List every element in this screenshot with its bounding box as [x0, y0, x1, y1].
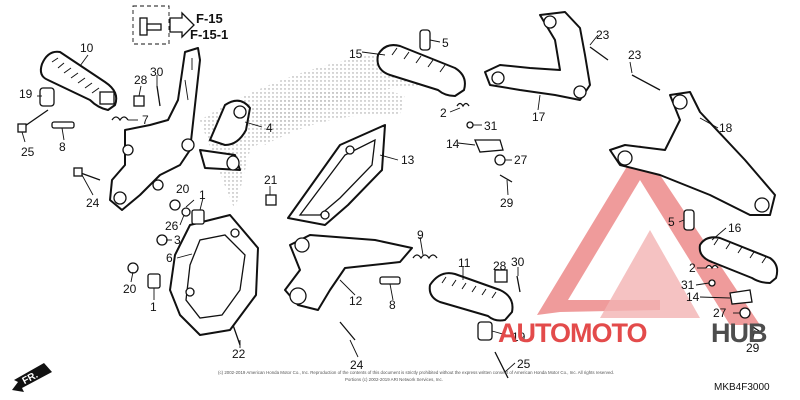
- reference-label-f15-1: F-15-1: [190, 27, 228, 42]
- callout-27-top: 27: [514, 153, 528, 167]
- callout-4: 4: [266, 121, 273, 135]
- pivot-arm: [199, 99, 251, 171]
- leader-lines: [21, 34, 756, 373]
- passenger-footpeg-right: [698, 236, 779, 284]
- callout-30-right: 30: [511, 255, 525, 269]
- callout-23-lower: 23: [628, 48, 642, 62]
- callout-12: 12: [349, 294, 363, 308]
- callout-13: 13: [401, 153, 415, 167]
- diagram-code: MKB4F3000: [714, 382, 770, 393]
- callout-24-left: 24: [86, 196, 100, 210]
- callout-14-top: 14: [446, 137, 460, 151]
- passenger-bracket-right: [609, 91, 776, 216]
- callout-14-right: 14: [686, 290, 700, 304]
- right-bracket: [284, 234, 413, 311]
- callout-28-left: 28: [134, 73, 148, 87]
- passenger-bracket-left: [484, 11, 591, 101]
- callout-numbers: 10 28 30 19 7 25 8 4 24 20 1 26 3 6 20 1…: [19, 28, 760, 372]
- callout-29-top: 29: [500, 196, 514, 210]
- heel-guard-right: [287, 124, 386, 226]
- callout-28-right: 28: [493, 259, 507, 273]
- callout-9: 9: [417, 228, 424, 242]
- callout-25-right: 25: [517, 357, 531, 371]
- passenger-footpeg-left: [376, 44, 466, 97]
- callout-5-top: 5: [442, 36, 449, 50]
- callout-11: 11: [458, 256, 471, 270]
- callout-20-lower: 20: [123, 282, 137, 296]
- right-footpeg: [428, 272, 514, 322]
- callout-29-right: 29: [746, 341, 760, 355]
- watermark-logo: [537, 145, 760, 325]
- callout-25-left: 25: [21, 145, 35, 159]
- callout-20-upper: 20: [176, 182, 190, 196]
- callout-30-left: 30: [150, 65, 164, 79]
- callout-1-lower: 1: [150, 300, 157, 314]
- callout-7: 7: [142, 113, 149, 127]
- reference-box: [132, 5, 195, 45]
- copyright-line-1: (c) 2002-2019 American Honda Motor Co., …: [218, 370, 614, 375]
- watermark-automoto: AUTOMOTO: [498, 318, 647, 348]
- callout-10: 10: [80, 41, 94, 55]
- callout-6: 6: [166, 251, 173, 265]
- reference-label-f15: F-15: [196, 11, 223, 26]
- callout-31-right: 31: [681, 278, 695, 292]
- callout-8-lower: 8: [389, 298, 396, 312]
- callout-1-upper: 1: [199, 188, 206, 202]
- callout-5-right: 5: [668, 215, 675, 229]
- callout-3: 3: [174, 233, 181, 247]
- callout-27-right: 27: [713, 306, 727, 320]
- callout-31-top: 31: [484, 119, 498, 133]
- callout-15: 15: [349, 47, 363, 61]
- callout-23-upper: 23: [596, 28, 610, 42]
- honda-wing-logo-background: [200, 50, 420, 210]
- watermark-hub: HUB: [711, 318, 767, 348]
- callout-17: 17: [532, 110, 546, 124]
- callout-24-lower: 24: [350, 358, 364, 372]
- callout-8-left: 8: [59, 140, 66, 154]
- callout-2-right: 2: [689, 261, 696, 275]
- callout-18: 18: [719, 121, 733, 135]
- callout-19-left: 19: [19, 87, 33, 101]
- callout-19-right: 19: [512, 330, 526, 344]
- callout-26: 26: [165, 219, 179, 233]
- copyright-line-2: Portions (c) 2002-2019 ARI Network Servi…: [345, 377, 443, 382]
- front-direction-arrow: FR.: [12, 363, 52, 392]
- callout-16: 16: [728, 221, 742, 235]
- heel-guard-left: [169, 214, 259, 336]
- left-footpeg: [39, 50, 118, 111]
- callout-2-top: 2: [440, 106, 447, 120]
- callout-22: 22: [232, 347, 246, 361]
- hardware: [17, 29, 763, 379]
- left-bracket-plate: [109, 47, 201, 211]
- callout-21: 21: [264, 173, 278, 187]
